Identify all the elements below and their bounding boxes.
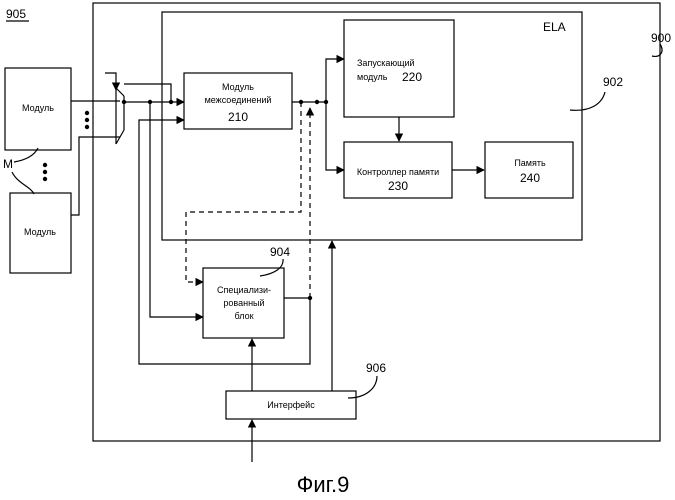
module-bottom-label: Модуль [24,227,56,237]
dot [43,170,47,174]
dot [43,163,47,167]
memctrl-number: 230 [388,179,408,193]
interconnect-label-line1: Модуль [222,82,254,92]
special-label-line1: Специализи- [217,285,271,295]
trigger-number: 220 [402,70,422,84]
dot [85,125,89,129]
dot [85,118,89,122]
memory-240-box [485,142,573,198]
figure-caption: Фиг.9 [297,472,350,497]
dot [85,111,89,115]
junction-dot [122,100,126,104]
ref-905: 905 [6,7,26,21]
ela-label: ELA [543,20,566,34]
dot [43,177,47,181]
interconnect-label-line2: межсоединений [205,95,272,105]
module-top-label: Модуль [22,103,54,113]
trigger-label-line1: Запускающий [357,58,415,68]
ref-900: 900 [651,31,671,45]
special-label-line2: рованный [223,298,264,308]
memory-label: Память [514,158,546,168]
ref-902: 902 [603,75,623,89]
interface-label: Интерфейс [267,400,315,410]
interconnect-number: 210 [228,110,248,124]
ref-904: 904 [270,245,290,259]
trigger-220-box [344,20,454,117]
ref-m-leader-bottom [12,172,34,194]
trigger-label-line2: модуль [357,72,388,82]
ref-m: M [3,157,13,171]
memory-number: 240 [520,171,540,185]
memctrl-label: Контроллер памяти [357,167,439,177]
special-label-line3: блок [234,311,253,321]
junction-dot [308,296,312,300]
ref-906: 906 [366,361,386,375]
junction-dot [315,100,319,104]
